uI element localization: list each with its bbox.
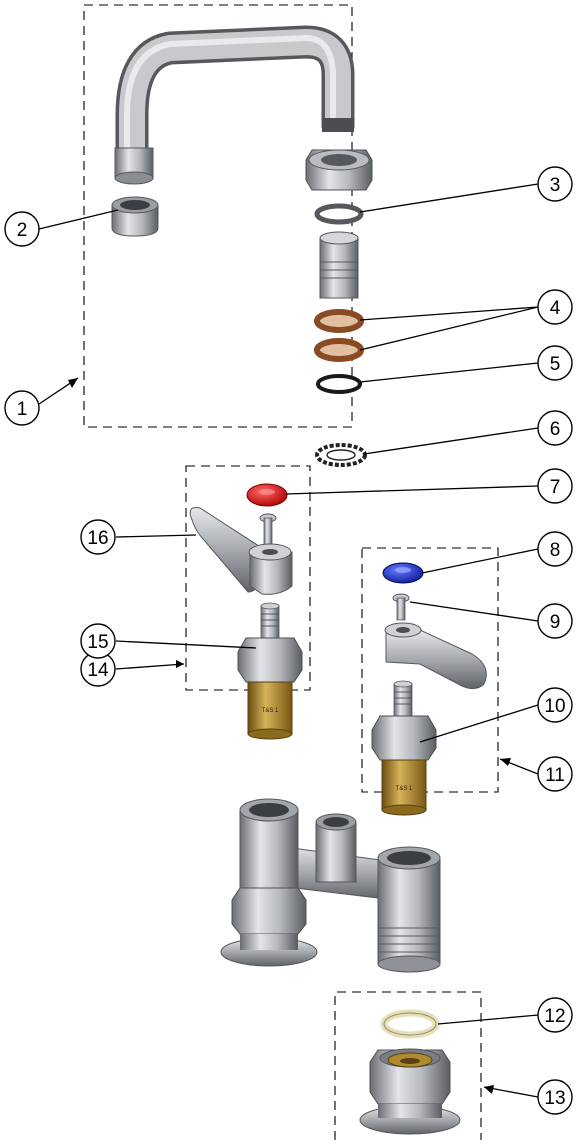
red-index-button (246, 483, 288, 507)
supply-kit-box (334, 991, 482, 1140)
callout-7-label: 7 (550, 477, 561, 498)
right-lever-handle (384, 622, 487, 690)
callout-15-label: 15 (87, 632, 108, 653)
callout-4-label: 4 (550, 298, 561, 319)
callout-13-label: 13 (544, 1088, 565, 1109)
callout-1: 1 (4, 390, 40, 426)
callout-14: 14 (80, 651, 116, 687)
o-ring (316, 374, 362, 394)
callout-11-label: 11 (545, 765, 565, 786)
faucet-body (220, 798, 441, 973)
lock-washer (315, 443, 367, 467)
callout-10-label: 10 (544, 696, 565, 717)
callout-2: 2 (4, 211, 40, 247)
svg-text:T&S 1: T&S 1 (396, 786, 413, 792)
callout-13: 13 (537, 1079, 573, 1115)
left-cartridge: T&S 1 (237, 602, 303, 740)
right-cartridge: T&S 1 (371, 680, 437, 816)
leader-lines (38, 183, 539, 1098)
supply-nut (359, 1048, 461, 1135)
svg-text:T&S 1: T&S 1 (262, 708, 279, 714)
callout-8: 8 (537, 531, 573, 567)
spout-nut (305, 149, 373, 191)
callout-9-label: 9 (550, 612, 561, 633)
callout-8-label: 8 (550, 540, 561, 561)
callout-2-label: 2 (17, 220, 28, 241)
callout-16-label: 16 (87, 528, 108, 549)
brown-washer-lower (314, 338, 364, 362)
right-valve-kit-box (361, 547, 499, 793)
left-lever-handle (189, 507, 293, 595)
blue-index-button (382, 562, 424, 584)
callout-11: 11 (537, 756, 573, 792)
spout (114, 25, 355, 185)
callout-6: 6 (537, 410, 573, 446)
aerator-cap (111, 196, 159, 237)
callout-1-label: 1 (17, 399, 28, 420)
flat-washer (314, 203, 364, 225)
callout-12-label: 12 (544, 1006, 565, 1027)
left-handle-screw (259, 513, 277, 547)
right-handle-screw (392, 593, 410, 621)
callout-5: 5 (537, 345, 573, 381)
callout-12: 12 (537, 997, 573, 1033)
callout-10: 10 (537, 687, 573, 723)
brown-washer-upper (314, 309, 364, 333)
callout-15: 15 (80, 623, 116, 659)
callout-3-label: 3 (550, 175, 561, 196)
callout-6-label: 6 (550, 419, 561, 440)
callout-9: 9 (537, 603, 573, 639)
supply-washer-outline (383, 1012, 437, 1036)
callout-4: 4 (537, 289, 573, 325)
callout-5-label: 5 (550, 354, 561, 375)
callout-14-label: 14 (87, 660, 109, 681)
spout-adapter (319, 231, 359, 299)
callout-16: 16 (80, 519, 116, 555)
callout-7: 7 (537, 468, 573, 504)
callout-3: 3 (537, 166, 573, 202)
